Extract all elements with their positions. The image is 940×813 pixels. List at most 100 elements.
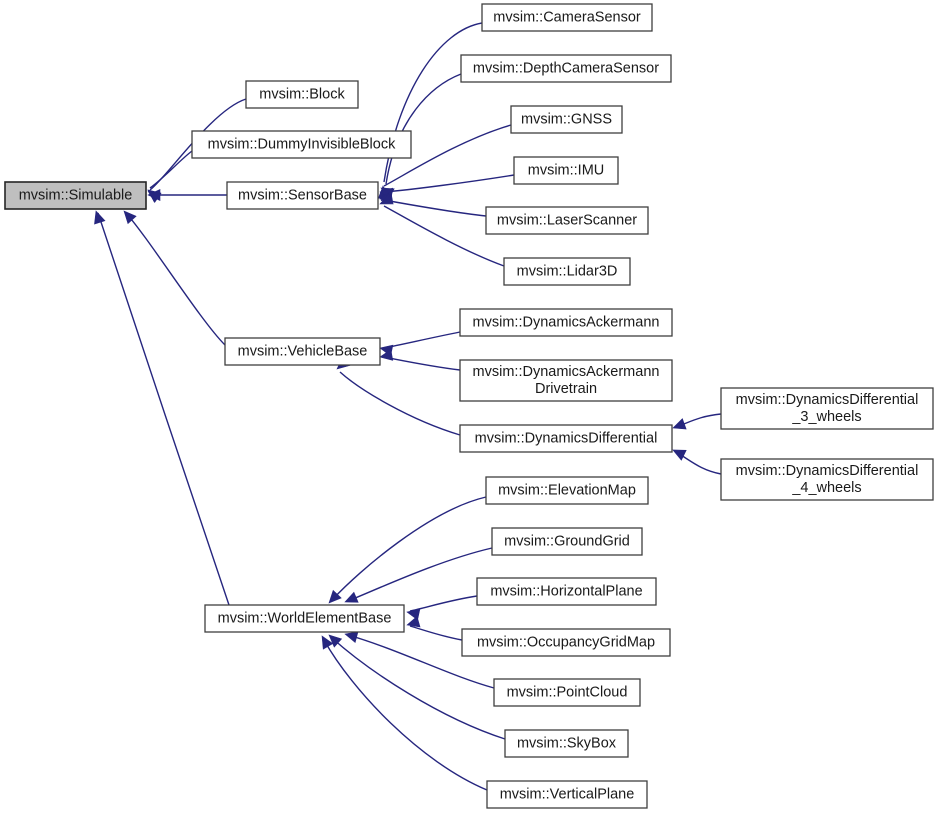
class-node-label: mvsim::DummyInvisibleBlock bbox=[208, 136, 396, 152]
class-node-groundgrid[interactable]: mvsim::GroundGrid bbox=[491, 527, 643, 556]
class-node-differential[interactable]: mvsim::DynamicsDifferential bbox=[459, 424, 673, 453]
arrowhead-icon bbox=[147, 189, 161, 201]
class-node-label: mvsim::DynamicsDifferential bbox=[736, 463, 919, 479]
edge-line bbox=[383, 124, 512, 187]
class-node-box[interactable] bbox=[491, 527, 643, 556]
class-node-box[interactable] bbox=[459, 424, 673, 453]
arrowhead-icon bbox=[379, 348, 394, 361]
edge-line bbox=[331, 496, 487, 601]
edge-vehiclebase-to-simulable bbox=[123, 210, 226, 346]
arrowhead-icon bbox=[379, 193, 394, 205]
class-node-label: mvsim::ElevationMap bbox=[498, 482, 636, 498]
edge-line bbox=[331, 637, 506, 740]
arrowhead-icon bbox=[344, 591, 359, 603]
arrowhead-icon bbox=[406, 615, 421, 628]
class-node-box[interactable] bbox=[4, 181, 147, 210]
class-node-label: mvsim::HorizontalPlane bbox=[490, 583, 642, 599]
class-node-label: mvsim::GroundGrid bbox=[504, 533, 630, 549]
class-node-camerasensor[interactable]: mvsim::CameraSensor bbox=[481, 3, 653, 32]
class-node-box[interactable] bbox=[485, 476, 649, 505]
class-node-sensorbase[interactable]: mvsim::SensorBase bbox=[226, 181, 379, 210]
class-node-vehiclebase[interactable]: mvsim::VehicleBase bbox=[224, 337, 381, 366]
edge-lidar3d-to-sensorbase bbox=[379, 193, 505, 267]
class-node-diff4wheels[interactable]: mvsim::DynamicsDifferential_4_wheels bbox=[720, 458, 934, 501]
class-node-block[interactable]: mvsim::Block bbox=[245, 80, 359, 109]
class-node-box[interactable] bbox=[245, 80, 359, 109]
class-node-pointcloud[interactable]: mvsim::PointCloud bbox=[493, 678, 641, 707]
edge-sensorbase-to-simulable bbox=[147, 189, 227, 201]
class-node-label: mvsim::SkyBox bbox=[517, 735, 617, 751]
edge-worldelement-to-simulable bbox=[94, 210, 230, 606]
class-node-box[interactable] bbox=[486, 780, 648, 809]
class-node-label: mvsim::IMU bbox=[528, 162, 605, 178]
class-node-box[interactable] bbox=[476, 577, 657, 606]
class-node-box[interactable] bbox=[504, 729, 629, 758]
edge-line bbox=[347, 634, 495, 689]
class-node-elevationmap[interactable]: mvsim::ElevationMap bbox=[485, 476, 649, 505]
edge-line bbox=[339, 371, 461, 436]
edge-line bbox=[97, 212, 230, 606]
class-node-box[interactable] bbox=[481, 3, 653, 32]
edge-skybox-to-worldelement bbox=[328, 634, 506, 740]
edge-line bbox=[323, 639, 488, 791]
class-node-box[interactable] bbox=[460, 54, 672, 83]
class-node-box[interactable] bbox=[493, 678, 641, 707]
arrowhead-icon bbox=[321, 635, 334, 650]
class-node-depthcamera[interactable]: mvsim::DepthCameraSensor bbox=[460, 54, 672, 83]
class-node-worldelement[interactable]: mvsim::WorldElementBase bbox=[204, 604, 405, 633]
class-node-label: mvsim::DynamicsDifferential bbox=[475, 430, 658, 446]
arrowhead-icon bbox=[328, 634, 343, 648]
class-node-box[interactable] bbox=[510, 105, 623, 134]
edge-line bbox=[409, 625, 463, 641]
class-node-occupancygrid[interactable]: mvsim::OccupancyGridMap bbox=[461, 628, 671, 657]
class-node-dummyblock[interactable]: mvsim::DummyInvisibleBlock bbox=[191, 130, 412, 159]
class-node-box[interactable] bbox=[461, 628, 671, 657]
class-node-diff3wheels[interactable]: mvsim::DynamicsDifferential_3_wheels bbox=[720, 387, 934, 430]
arrowhead-icon bbox=[672, 418, 687, 430]
arrowhead-icon bbox=[328, 589, 342, 604]
class-node-gnss[interactable]: mvsim::GNSS bbox=[510, 105, 623, 134]
edge-diff3wheels-to-differential bbox=[672, 413, 722, 430]
edge-line bbox=[149, 150, 193, 189]
class-node-label: mvsim::WorldElementBase bbox=[218, 610, 392, 626]
class-node-box[interactable] bbox=[485, 206, 649, 235]
edge-elevationmap-to-worldelement bbox=[328, 496, 487, 604]
class-node-box[interactable] bbox=[459, 308, 673, 337]
edge-line bbox=[383, 199, 487, 217]
class-node-label: mvsim::VehicleBase bbox=[238, 343, 368, 359]
class-node-verticalplane[interactable]: mvsim::VerticalPlane bbox=[486, 780, 648, 809]
class-node-label: mvsim::OccupancyGridMap bbox=[477, 634, 655, 650]
class-node-box[interactable] bbox=[720, 387, 934, 430]
class-node-label: mvsim::VerticalPlane bbox=[500, 786, 635, 802]
class-node-lidar3d[interactable]: mvsim::Lidar3D bbox=[503, 257, 631, 286]
class-node-box[interactable] bbox=[224, 337, 381, 366]
class-node-horizontalplane[interactable]: mvsim::HorizontalPlane bbox=[476, 577, 657, 606]
edge-verticalplane-to-worldelement bbox=[321, 635, 488, 791]
edge-diff4wheels-to-differential bbox=[672, 449, 722, 475]
class-node-imu[interactable]: mvsim::IMU bbox=[513, 156, 619, 185]
class-node-box[interactable] bbox=[204, 604, 405, 633]
class-node-box[interactable] bbox=[513, 156, 619, 185]
class-node-label: mvsim::CameraSensor bbox=[493, 9, 641, 25]
edge-imu-to-sensorbase bbox=[379, 174, 515, 200]
class-node-label: _4_wheels bbox=[791, 480, 861, 496]
class-node-box[interactable] bbox=[459, 359, 673, 402]
edge-line bbox=[383, 356, 461, 371]
edge-line bbox=[385, 73, 462, 185]
class-node-box[interactable] bbox=[191, 130, 412, 159]
class-node-laserscanner[interactable]: mvsim::LaserScanner bbox=[485, 206, 649, 235]
class-node-ackermann[interactable]: mvsim::DynamicsAckermann bbox=[459, 308, 673, 337]
class-node-label: mvsim::DynamicsDifferential bbox=[736, 392, 919, 408]
class-node-simulable[interactable]: mvsim::Simulable bbox=[4, 181, 147, 210]
class-node-skybox[interactable]: mvsim::SkyBox bbox=[504, 729, 629, 758]
edge-line bbox=[383, 174, 515, 193]
nodes-layer: mvsim::Simulable mvsim::Blockmvsim::Dummy… bbox=[4, 3, 934, 809]
class-node-label: mvsim::Lidar3D bbox=[517, 263, 618, 279]
class-node-label: mvsim::DynamicsAckermann bbox=[473, 314, 660, 330]
class-node-box[interactable] bbox=[226, 181, 379, 210]
class-node-box[interactable] bbox=[503, 257, 631, 286]
class-node-box[interactable] bbox=[720, 458, 934, 501]
